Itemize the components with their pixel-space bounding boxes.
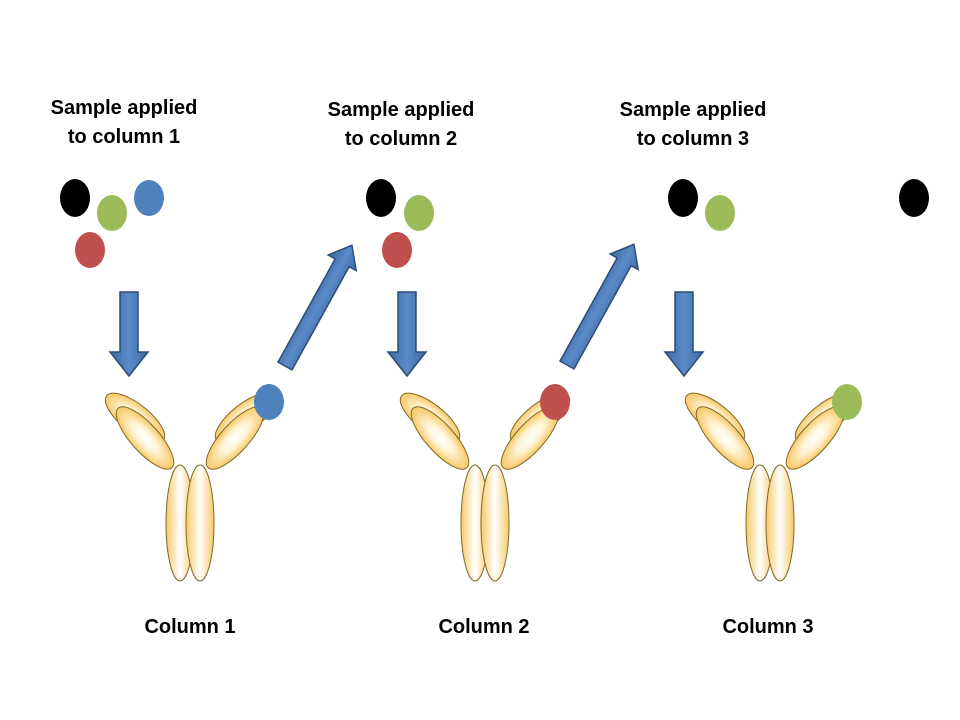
molecule-black (668, 179, 698, 217)
molecule-red (382, 232, 412, 268)
sample-label-line-1: Sample applied (619, 99, 767, 121)
molecule-green (705, 195, 735, 231)
antibody-column-1 (97, 384, 283, 582)
molecule-green (404, 195, 434, 231)
antibody-column-3 (677, 384, 863, 582)
molecule-black-final (899, 179, 929, 217)
bound-molecule-red (540, 384, 570, 420)
column-label-1: Column 1 (144, 616, 236, 638)
down-arrow-column-2 (386, 291, 428, 378)
bound-molecule-blue (254, 384, 284, 420)
sample-label-line-1: Sample applied (50, 97, 198, 119)
sample-label-line-1: Sample applied (327, 99, 475, 121)
sample-label-line-2: to column 1 (67, 126, 181, 148)
sample-label-column-1: Sample applied to column 1 (24, 94, 224, 152)
sample-label-line-2: to column 3 (636, 128, 750, 150)
column-label-2: Column 2 (438, 616, 530, 638)
sample-label-column-2: Sample applied to column 2 (301, 96, 501, 154)
molecule-red (75, 232, 105, 268)
flowthrough-arrow-1-to-2 (276, 244, 358, 371)
down-arrow-column-3 (663, 291, 705, 378)
sample-label-line-2: to column 2 (344, 128, 458, 150)
molecule-green (97, 195, 127, 231)
down-arrow-column-1 (108, 291, 150, 378)
molecule-black (366, 179, 396, 217)
sample-label-column-3: Sample applied to column 3 (593, 96, 793, 154)
column-label-3: Column 3 (722, 616, 814, 638)
molecule-blue (134, 180, 164, 216)
bound-molecule-green (832, 384, 862, 420)
molecule-black (60, 179, 90, 217)
flowthrough-arrow-2-to-3 (558, 243, 640, 370)
